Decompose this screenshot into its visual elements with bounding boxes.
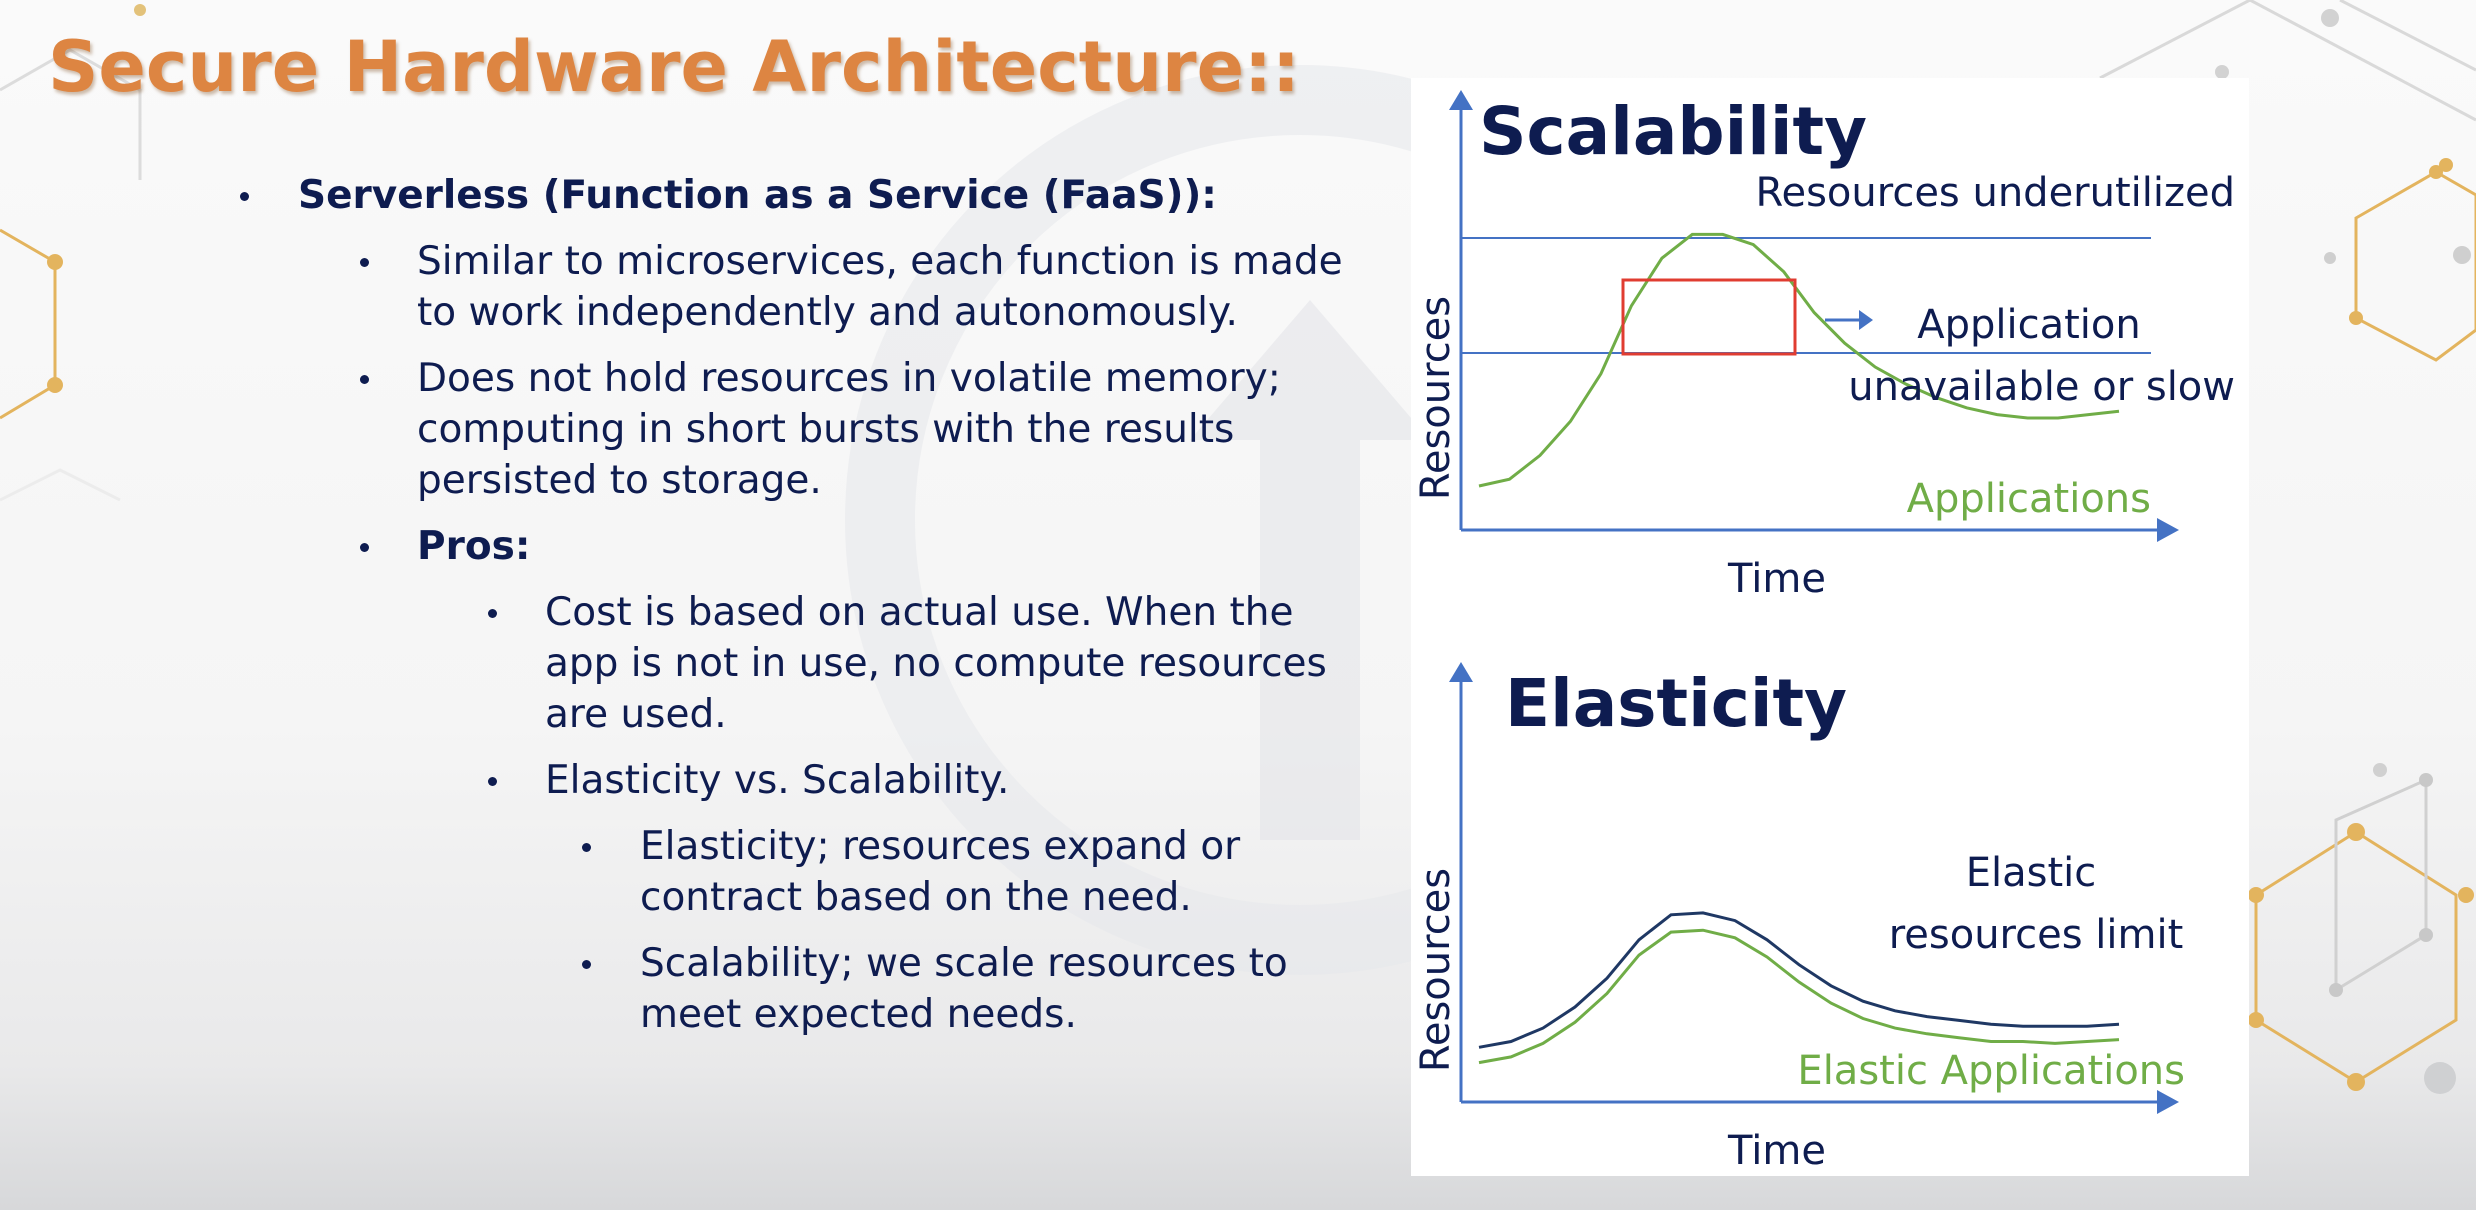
hexagon-network-decoration-right	[2099, 0, 2476, 1094]
scalability-annotation: Resources underutilized	[1755, 170, 2235, 216]
bullet-marker	[488, 609, 497, 618]
elasticity-annotation: Elastic	[1966, 850, 2097, 896]
elasticity-title: Elasticity	[1505, 665, 1847, 742]
elasticity-y-label: Resources	[1413, 868, 1459, 1072]
bullet-line: Scalability; we scale resources to	[640, 941, 1288, 986]
bullet-line: meet expected needs.	[640, 992, 1077, 1037]
bullet-line: computing in short bursts with the resul…	[417, 407, 1235, 452]
elasticity-x-label: Time	[1727, 1128, 1826, 1174]
bullet-line: app is not in use, no compute resources	[545, 641, 1327, 686]
bullet-line: persisted to storage.	[417, 458, 822, 503]
elastic-resources-limit-line	[1478, 911, 2120, 1049]
scalability-title: Scalability	[1479, 93, 1867, 170]
bullet-line: Elasticity vs. Scalability.	[545, 758, 1010, 803]
scalability-annotation: unavailable or slow	[1848, 364, 2235, 410]
overload-highlight-box	[1621, 278, 1797, 356]
elastic-applications-legend-label: Elastic Applications	[1797, 1048, 2185, 1094]
scalability-y-label: Resources	[1413, 296, 1459, 500]
elastic-applications-line	[1478, 928, 2120, 1065]
bullet-line: Pros:	[417, 524, 531, 569]
bullet-line: are used.	[545, 692, 727, 737]
bullet-line: Does not hold resources in volatile memo…	[417, 356, 1281, 401]
bullet-marker	[488, 777, 497, 786]
elasticity-x-axis-arrow	[2157, 1090, 2179, 1114]
scalability-x-axis-arrow	[2157, 518, 2179, 542]
slide-title: Secure Hardware Architecture::	[48, 26, 1301, 108]
bullet-line: Cost is based on actual use. When the	[545, 590, 1294, 635]
bullet-marker	[360, 258, 369, 267]
bullet-list: Serverless (Function as a Service (FaaS)…	[0, 0, 1360, 1100]
bullet-line: Similar to microservices, each function …	[417, 239, 1343, 284]
applications-legend-label: Applications	[1907, 476, 2151, 522]
scalability-y-axis-arrow	[1449, 90, 1473, 110]
bullet-line: Serverless (Function as a Service (FaaS)…	[298, 173, 1217, 218]
bullet-line: to work independently and autonomously.	[417, 290, 1238, 335]
scalability-x-label: Time	[1727, 556, 1826, 602]
annotation-arrow-icon	[1859, 310, 1873, 330]
bullet-marker	[360, 543, 369, 552]
scalability-annotation: Application	[1917, 302, 2141, 348]
bullet-marker	[582, 843, 591, 852]
elasticity-y-axis-arrow	[1449, 662, 1473, 682]
bullet-marker	[582, 960, 591, 969]
hexagon-network-decoration-left	[0, 4, 146, 502]
bullet-line: Elasticity; resources expand or	[640, 824, 1241, 869]
elasticity-annotation: resources limit	[1889, 912, 2184, 958]
bullet-line: contract based on the need.	[640, 875, 1192, 920]
applications-series-line	[1478, 232, 2120, 488]
bullet-marker	[240, 192, 249, 201]
bullet-marker	[360, 375, 369, 384]
